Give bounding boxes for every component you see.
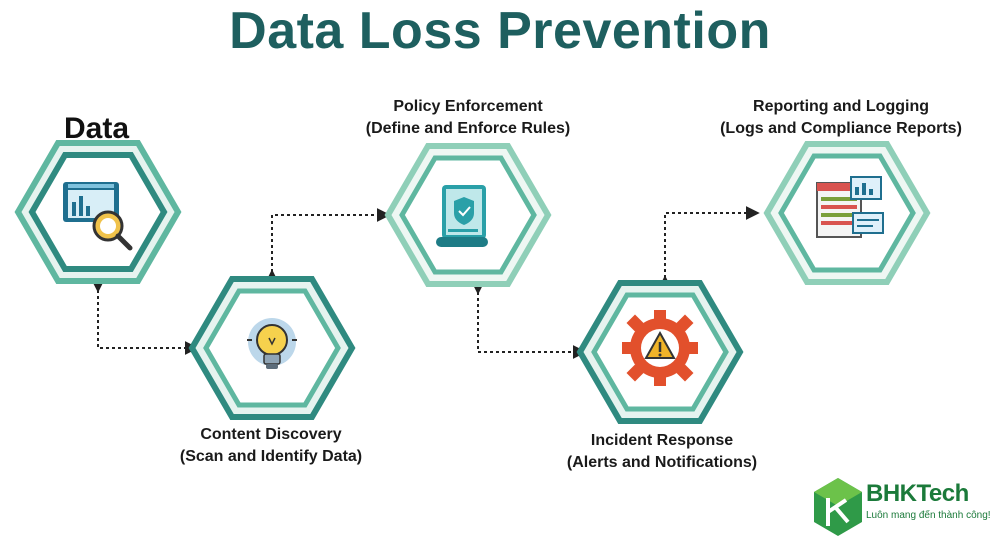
step-subtitle: (Define and Enforce Rules)	[365, 120, 571, 137]
hex-incident-response	[576, 280, 744, 424]
brand-tagline: Luôn mang đến thành công!	[866, 510, 991, 521]
data-analytics-icon	[63, 182, 133, 251]
hex-reporting-logging	[763, 141, 931, 285]
step-subtitle: (Logs and Compliance Reports)	[720, 120, 962, 137]
step-title: Incident Response	[590, 432, 734, 449]
step-label-incident-response: Incident Response (Alerts and Notificati…	[540, 430, 784, 474]
bhktech-logo-icon	[814, 478, 862, 536]
connector-incident-to-reporting	[658, 206, 760, 290]
policy-scroll-icon	[436, 185, 488, 247]
step-subtitle: (Scan and Identify Data)	[179, 448, 363, 465]
step-subtitle: (Alerts and Notifications)	[566, 454, 758, 471]
hex-policy-enforcement	[384, 143, 552, 287]
report-dashboard-icon	[816, 176, 884, 238]
data-label: Data	[64, 112, 130, 145]
connector-policy-to-incident	[471, 280, 587, 359]
connectors	[91, 206, 760, 359]
hex-data	[14, 140, 182, 284]
brand-name: BHKTech	[866, 480, 969, 507]
page-title: Data Loss Prevention	[229, 2, 771, 60]
step-title: Policy Enforcement	[393, 98, 543, 115]
hex-content-discovery	[188, 276, 356, 420]
lightbulb-icon	[247, 318, 297, 369]
connector-data-to-discovery	[91, 278, 199, 355]
step-label-reporting-logging: Reporting and Logging (Logs and Complian…	[688, 96, 994, 140]
brand-logo: BHKTech Luôn mang đến thành công!	[806, 470, 996, 540]
connector-discovery-to-policy	[265, 208, 391, 284]
warning-gear-icon	[622, 310, 698, 386]
step-title: Reporting and Logging	[753, 98, 929, 115]
step-label-policy-enforcement: Policy Enforcement (Define and Enforce R…	[330, 96, 606, 140]
step-title: Content Discovery	[200, 426, 342, 443]
step-label-content-discovery: Content Discovery (Scan and Identify Dat…	[150, 424, 392, 468]
